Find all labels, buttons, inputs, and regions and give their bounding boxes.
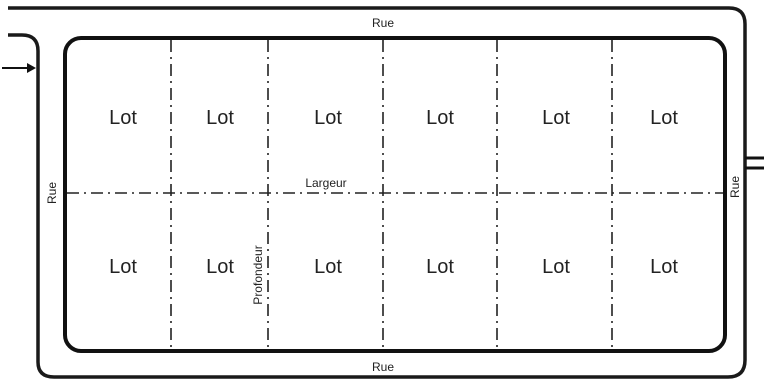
lot-label: Lot xyxy=(426,256,454,278)
lot-label: Lot xyxy=(109,107,137,129)
block-outline xyxy=(63,36,727,353)
lot-label: Lot xyxy=(650,256,678,278)
lot-label: Lot xyxy=(426,107,454,129)
lot-label: Lot xyxy=(542,107,570,129)
street-label-right: Rue xyxy=(728,176,742,198)
width-label: Largeur xyxy=(305,176,346,190)
lot-label: Lot xyxy=(206,107,234,129)
lots-bottom-row: Lot Lot Lot Lot Lot Lot xyxy=(109,256,678,278)
outer-road xyxy=(8,6,747,379)
lots-top-row: Lot Lot Lot Lot Lot Lot xyxy=(109,107,678,129)
lot-label: Lot xyxy=(109,256,137,278)
lot-label: Lot xyxy=(314,107,342,129)
street-label-top: Rue xyxy=(372,16,394,30)
lot-label: Lot xyxy=(206,256,234,278)
street-label-left: Rue xyxy=(45,182,59,204)
lot-label: Lot xyxy=(542,256,570,278)
lot-label: Lot xyxy=(650,107,678,129)
road-connector xyxy=(745,156,764,170)
street-label-bottom: Rue xyxy=(372,360,394,374)
entry-arrow-icon xyxy=(2,63,36,73)
lot-label: Lot xyxy=(314,256,342,278)
lot-dividers xyxy=(170,40,613,349)
depth-label: Profondeur xyxy=(251,245,265,304)
